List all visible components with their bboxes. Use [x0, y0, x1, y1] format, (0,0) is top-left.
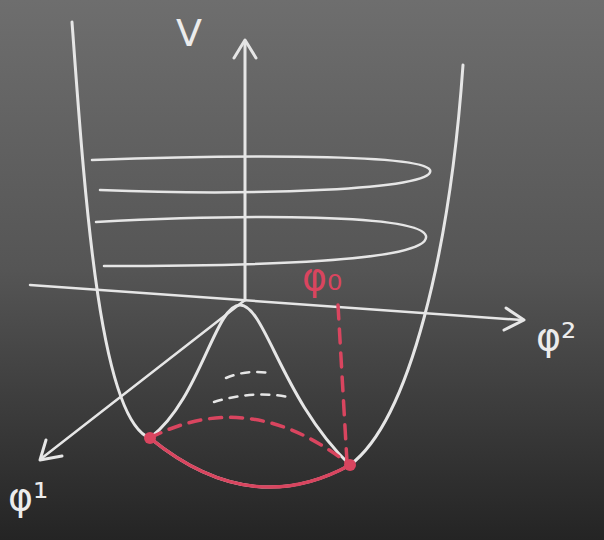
axis-label: φ²	[536, 318, 576, 356]
phi2-axis	[30, 285, 522, 320]
v-axis	[244, 42, 247, 300]
dashed-ring	[214, 395, 292, 402]
vacuum-ring-front	[150, 438, 350, 487]
potential-curve	[72, 22, 463, 487]
vacuum-point	[144, 432, 156, 444]
arrowhead	[234, 40, 256, 58]
radius-label: φ₀	[302, 258, 342, 296]
arrowhead	[40, 440, 62, 460]
dashed-ring	[226, 372, 272, 378]
contour-ring	[92, 157, 430, 193]
potential-hump	[150, 305, 350, 465]
vacuum-point	[344, 459, 356, 471]
axis-label: V	[176, 14, 202, 52]
contour-ring	[96, 217, 426, 266]
arrowhead	[504, 308, 524, 330]
axis-label: φ¹	[8, 478, 48, 516]
radius-line	[338, 305, 347, 462]
